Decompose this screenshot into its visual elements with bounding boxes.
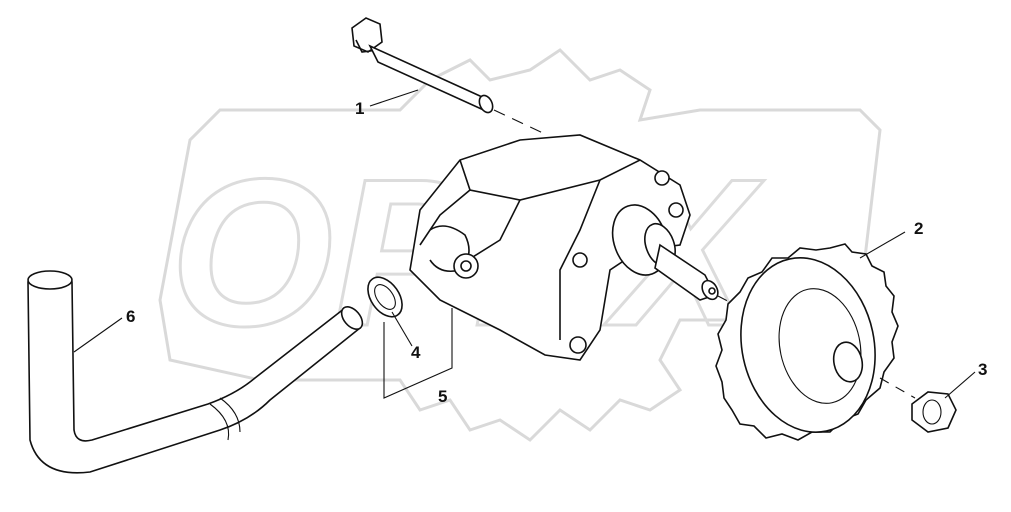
callout-2: 2 <box>914 219 923 238</box>
o-ring-part <box>367 276 403 318</box>
leader-lines <box>73 89 976 399</box>
gear-part <box>715 243 916 441</box>
callout-6: 6 <box>126 307 135 326</box>
callout-3: 3 <box>978 360 987 379</box>
callout-1: 1 <box>355 99 364 118</box>
watermark-gear-outline <box>158 48 882 442</box>
pump-housing-part <box>409 134 761 361</box>
callout-4: 4 <box>411 343 421 362</box>
pickup-tube-part <box>27 270 364 474</box>
callout-5: 5 <box>438 387 447 406</box>
nut-part <box>911 391 957 433</box>
bolt-part <box>351 17 546 135</box>
